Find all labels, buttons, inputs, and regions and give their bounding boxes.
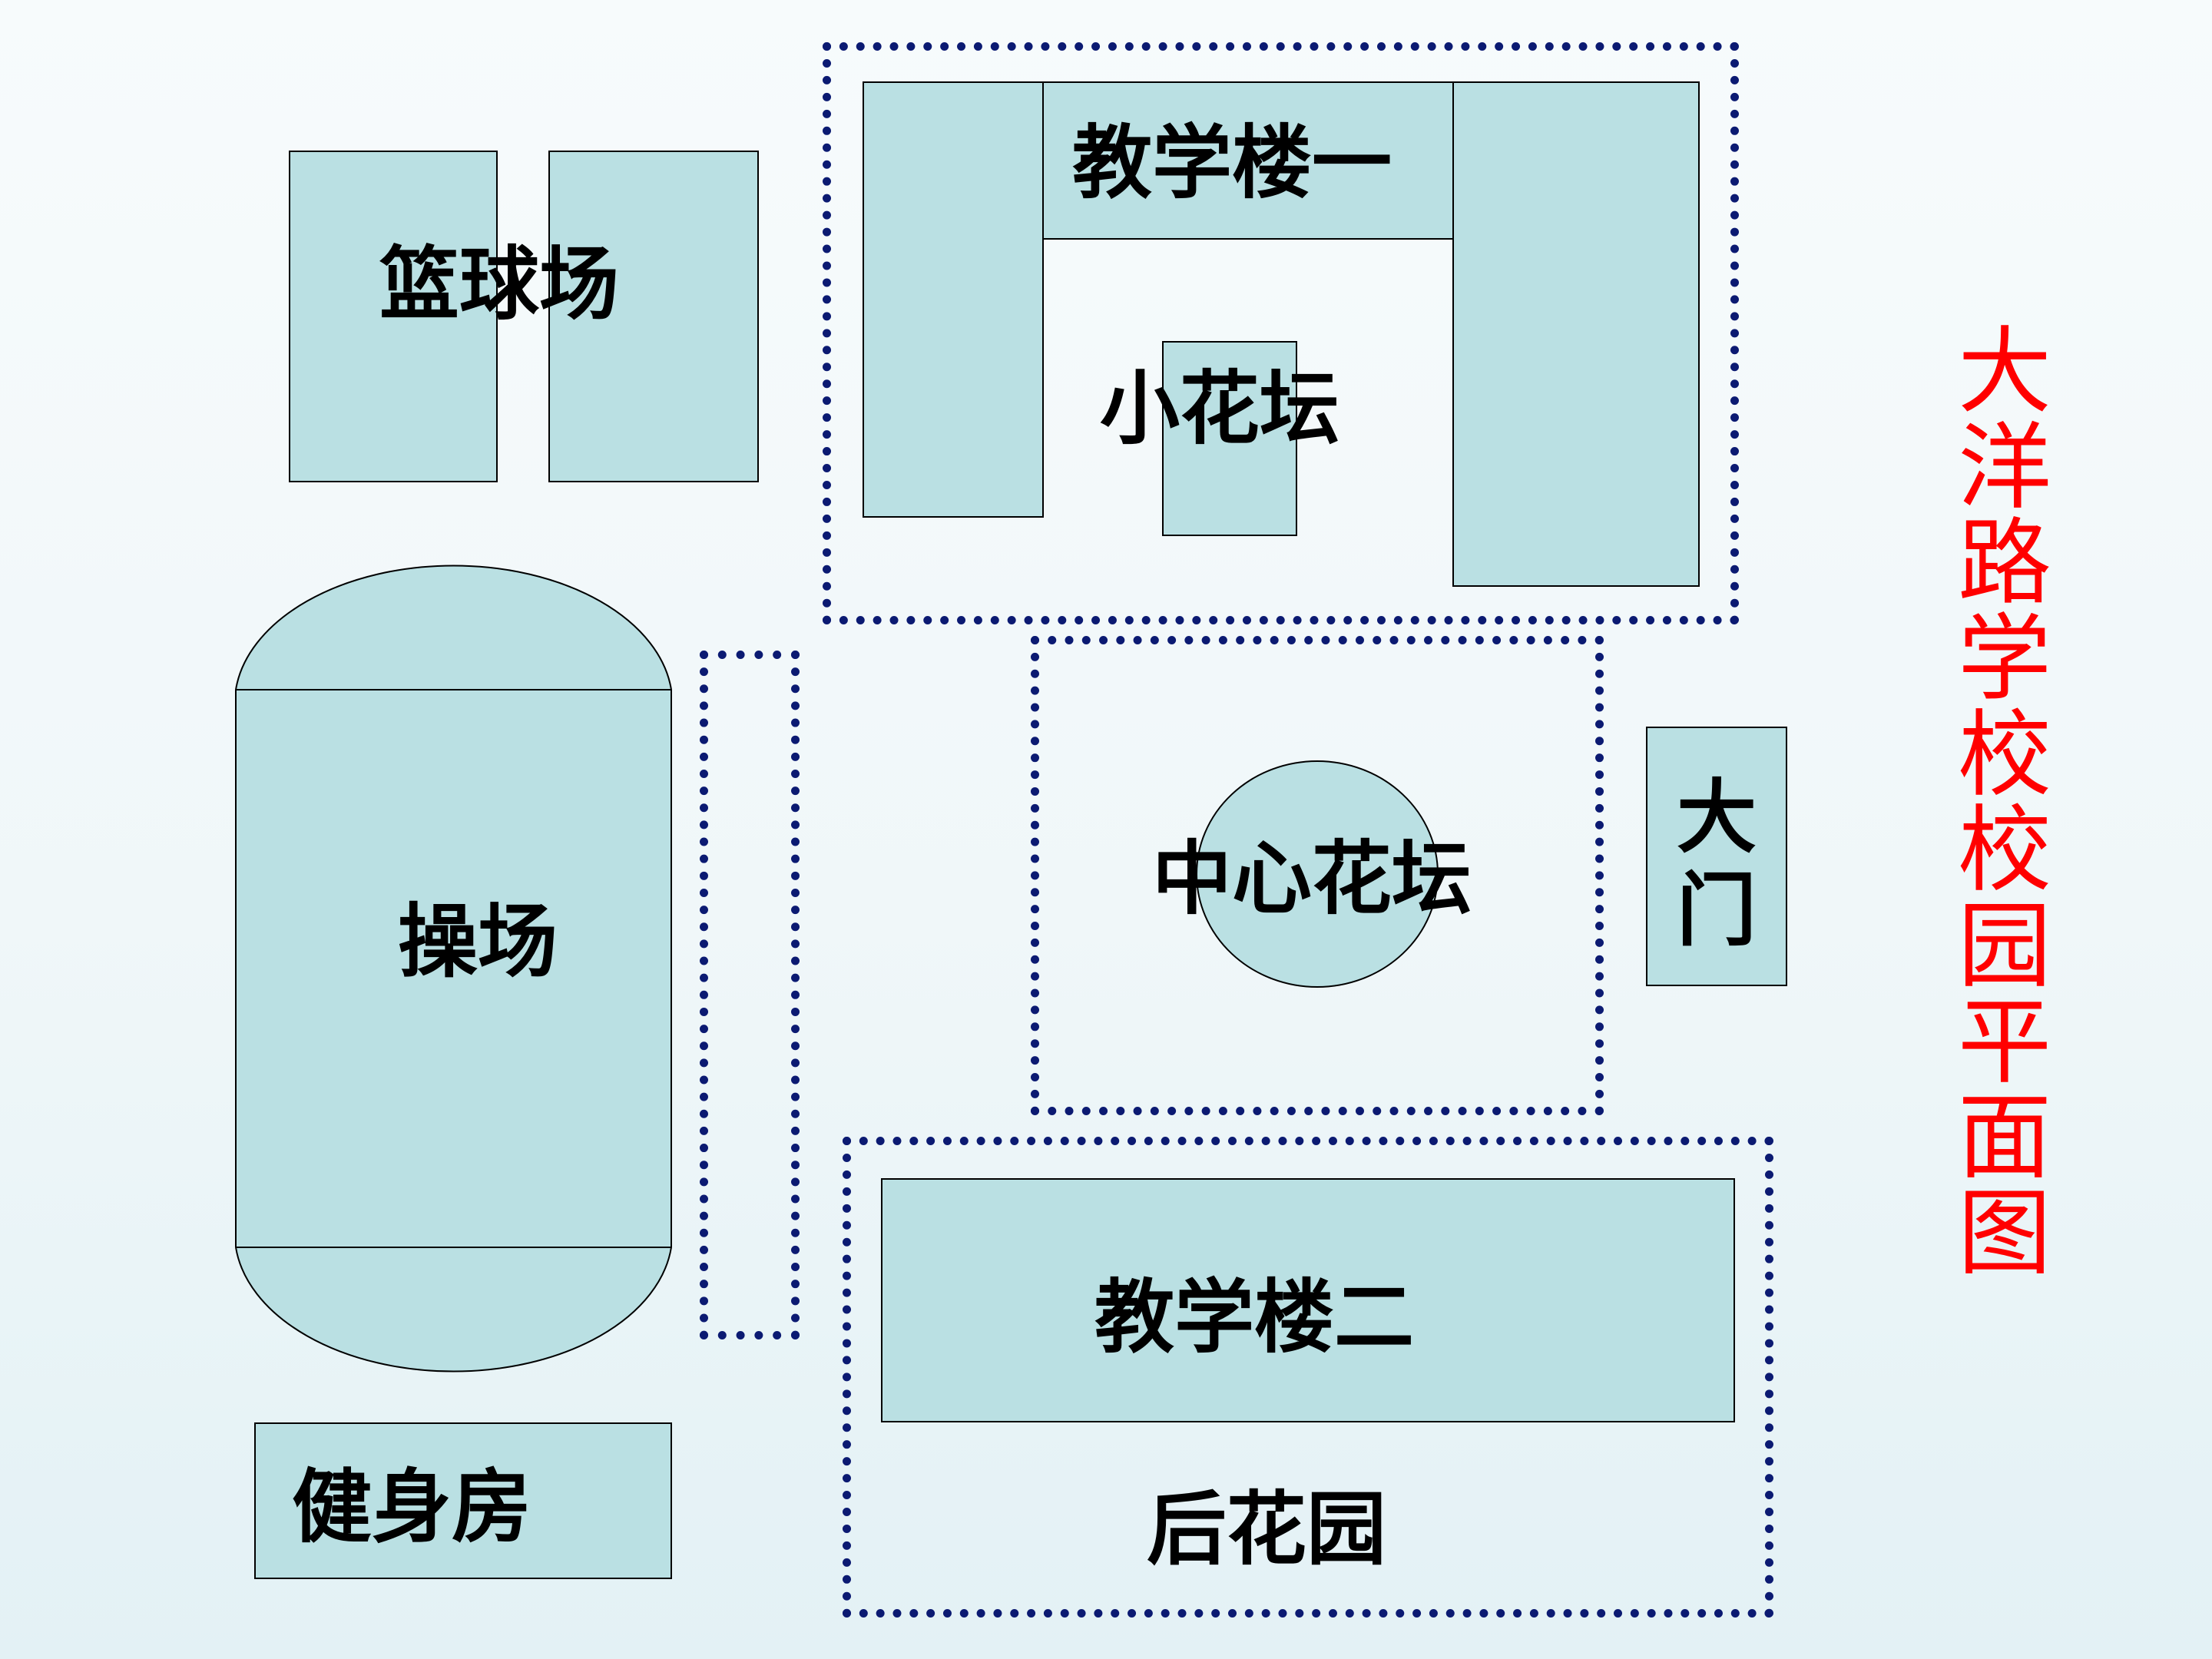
gym-block — [254, 1422, 672, 1579]
basketball-court-right — [548, 151, 759, 482]
small-garden-label: 小花坛 — [1100, 362, 1340, 455]
central-garden-label: 中心花坛 — [1152, 832, 1472, 926]
building2-label: 教学楼二 — [1094, 1270, 1415, 1364]
playground-label: 操场 — [398, 895, 558, 988]
basketball-label: 篮球场 — [379, 237, 620, 331]
building1-left-wing — [863, 81, 1044, 518]
gym-label: 健身房 — [292, 1460, 532, 1554]
back-garden-zone — [843, 1137, 1773, 1618]
basketball-court-left — [289, 151, 498, 482]
gate-label: 大门 — [1676, 770, 1757, 957]
map-title: 大洋路学校校园平面图 — [1958, 317, 2051, 1289]
gate-block — [1646, 727, 1787, 986]
building1-zone — [823, 42, 1739, 624]
building1-label: 教学楼一 — [1072, 116, 1392, 210]
small-garden-plot — [1162, 341, 1297, 536]
back-garden-label: 后花园 — [1147, 1482, 1387, 1576]
building1-right-wing — [1452, 81, 1700, 587]
central-garden-zone — [1031, 636, 1604, 1115]
building2-block — [881, 1178, 1735, 1422]
corridor-zone — [700, 651, 800, 1339]
